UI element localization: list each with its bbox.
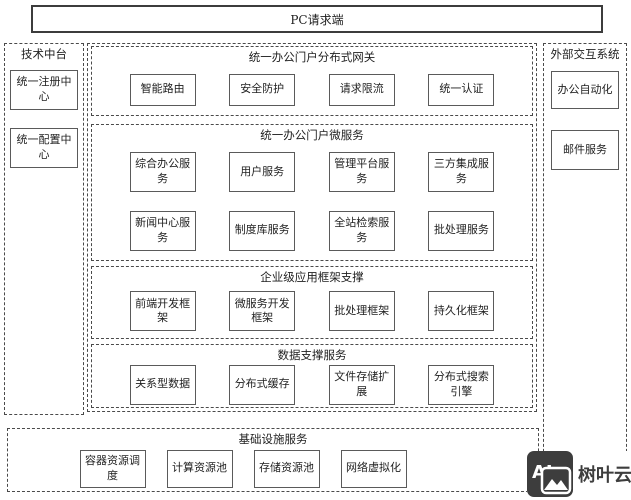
microservices-row-2: 新闻中心服务 制度库服务 全站检索服务 批处理服务 bbox=[92, 201, 532, 260]
node-label: 综合办公服务 bbox=[135, 157, 191, 186]
node-label: 统一注册中心 bbox=[16, 75, 72, 103]
node-label: 全站检索服务 bbox=[334, 215, 390, 244]
node-label: 容器资源调度 bbox=[85, 454, 140, 482]
external-systems-title: 外部交互系统 bbox=[550, 47, 620, 61]
microservices-row-1: 综合办公服务 用户服务 管理平台服务 三方集成服务 bbox=[92, 143, 532, 202]
node-network-virtualization: 网络虚拟化 bbox=[340, 449, 407, 488]
infrastructure-title: 基础设施服务 bbox=[238, 432, 308, 446]
section-gateway: 统一办公门户分布式网关 智能路由 安全防护 请求限流 统一认证 bbox=[91, 46, 533, 116]
node-office-automation: 办公自动化 bbox=[551, 71, 619, 109]
node-distributed-search-engine: 分布式搜索引擎 bbox=[428, 364, 495, 405]
node-site-search-service: 全站检索服务 bbox=[328, 210, 395, 251]
node-request-throttling: 请求限流 bbox=[328, 73, 395, 106]
node-compute-resource-pool: 计算资源池 bbox=[166, 449, 233, 488]
data-support-row: 关系型数据 分布式缓存 文件存储扩展 分布式搜索引擎 bbox=[92, 363, 532, 407]
node-storage-resource-pool: 存储资源池 bbox=[253, 449, 320, 488]
node-label: 计算资源池 bbox=[172, 461, 227, 475]
gateway-row: 智能路由 安全防护 请求限流 统一认证 bbox=[92, 65, 532, 115]
node-user-service: 用户服务 bbox=[229, 152, 296, 193]
node-label: 安全防护 bbox=[240, 82, 285, 96]
node-label: 分布式缓存 bbox=[234, 377, 290, 391]
node-label: 分布式搜索引擎 bbox=[433, 370, 489, 398]
node-mgmt-platform-service: 管理平台服务 bbox=[328, 152, 395, 193]
node-integrated-office-service: 综合办公服务 bbox=[129, 152, 196, 193]
node-label: 文件存储扩展 bbox=[334, 370, 390, 398]
node-label: 制度库服务 bbox=[234, 223, 290, 237]
node-unified-config: 统一配置中心 bbox=[10, 128, 78, 168]
section-data-support-title: 数据支撑服务 bbox=[277, 348, 347, 362]
node-label: 微服务开发框架 bbox=[234, 296, 290, 325]
ai-logo-icon: AI bbox=[527, 451, 573, 497]
node-relational-data: 关系型数据 bbox=[129, 364, 196, 405]
node-label: 办公自动化 bbox=[557, 82, 613, 96]
node-label: 三方集成服务 bbox=[433, 157, 489, 186]
framework-row: 前端开发框架 微服务开发框架 批处理框架 持久化框架 bbox=[92, 285, 532, 338]
pc-client-box: PC请求端 bbox=[31, 5, 603, 33]
node-label: 智能路由 bbox=[140, 82, 185, 96]
node-mail-service: 邮件服务 bbox=[551, 130, 619, 170]
node-label: 统一认证 bbox=[439, 82, 484, 96]
node-container-resource-scheduling: 容器资源调度 bbox=[79, 449, 146, 488]
node-batch-service: 批处理服务 bbox=[428, 210, 495, 251]
node-label: 邮件服务 bbox=[563, 142, 607, 156]
node-regulation-library-service: 制度库服务 bbox=[229, 210, 296, 251]
node-label: 用户服务 bbox=[240, 164, 285, 178]
node-unified-registry: 统一注册中心 bbox=[10, 70, 78, 110]
node-distributed-cache: 分布式缓存 bbox=[229, 364, 296, 405]
section-microservices: 统一办公门户微服务 综合办公服务 用户服务 管理平台服务 三方集成服务 新闻中心… bbox=[91, 124, 533, 261]
section-gateway-title: 统一办公门户分布式网关 bbox=[248, 50, 376, 64]
node-intelligent-routing: 智能路由 bbox=[129, 73, 196, 106]
pc-client-label: PC请求端 bbox=[290, 12, 344, 27]
node-label: 网络虚拟化 bbox=[346, 461, 401, 475]
external-systems-panel: 外部交互系统 办公自动化 邮件服务 bbox=[543, 43, 627, 492]
node-label: 批处理框架 bbox=[334, 303, 390, 317]
infrastructure-row: 容器资源调度 计算资源池 存储资源池 网络虚拟化 bbox=[8, 447, 538, 491]
node-microservice-framework: 微服务开发框架 bbox=[229, 291, 296, 332]
tech-platform-panel: 技术中台 统一注册中心 统一配置中心 bbox=[4, 43, 84, 415]
node-file-storage-extension: 文件存储扩展 bbox=[328, 364, 395, 405]
node-label: 批处理服务 bbox=[433, 223, 489, 237]
node-label: 请求限流 bbox=[339, 82, 384, 96]
node-news-center-service: 新闻中心服务 bbox=[129, 210, 196, 251]
section-data-support: 数据支撑服务 关系型数据 分布式缓存 文件存储扩展 分布式搜索引擎 bbox=[91, 344, 533, 408]
node-third-party-integration-service: 三方集成服务 bbox=[428, 152, 495, 193]
node-label: 存储资源池 bbox=[259, 461, 314, 475]
node-label: 持久化框架 bbox=[433, 303, 489, 317]
node-label: 统一配置中心 bbox=[16, 133, 72, 161]
node-label: 管理平台服务 bbox=[334, 157, 390, 186]
section-framework: 企业级应用框架支撑 前端开发框架 微服务开发框架 批处理框架 持久化框架 bbox=[91, 266, 533, 339]
node-label: 新闻中心服务 bbox=[135, 215, 191, 244]
node-security-protection: 安全防护 bbox=[229, 73, 296, 106]
node-persistence-framework: 持久化框架 bbox=[428, 291, 495, 332]
tech-platform-title: 技术中台 bbox=[21, 47, 67, 61]
section-microservices-title: 统一办公门户微服务 bbox=[260, 128, 364, 142]
node-frontend-framework: 前端开发框架 bbox=[129, 291, 196, 332]
node-unified-auth: 统一认证 bbox=[428, 73, 495, 106]
node-label: 关系型数据 bbox=[135, 377, 191, 391]
section-framework-title: 企业级应用框架支撑 bbox=[260, 270, 364, 284]
watermark: AI 树叶云 bbox=[527, 451, 631, 497]
node-batch-framework: 批处理框架 bbox=[328, 291, 395, 332]
center-column: 统一办公门户分布式网关 智能路由 安全防护 请求限流 统一认证 统一办公门户微服… bbox=[87, 43, 537, 412]
node-label: 前端开发框架 bbox=[135, 296, 191, 325]
watermark-brand: 树叶云 bbox=[578, 465, 631, 486]
infrastructure-panel: 基础设施服务 容器资源调度 计算资源池 存储资源池 网络虚拟化 bbox=[7, 428, 539, 492]
